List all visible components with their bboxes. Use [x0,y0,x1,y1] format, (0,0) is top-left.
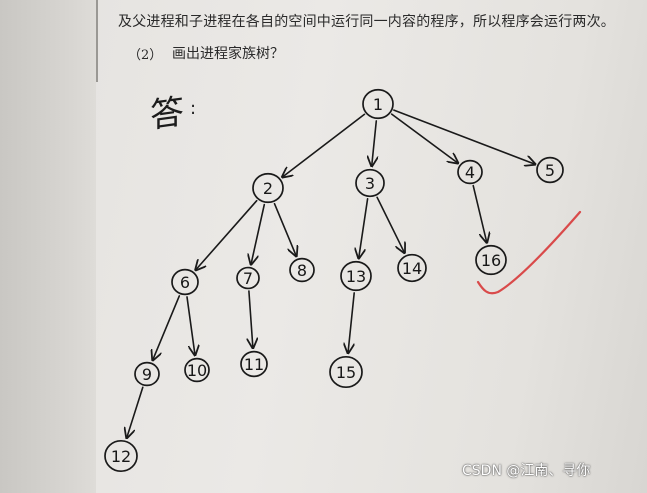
tree-node-16: 16 [475,244,507,276]
tree-node-label: 14 [402,259,422,278]
question-text: 画出进程家族树？ [172,46,284,62]
tree-node-5: 5 [536,156,564,184]
tree-node-2: 2 [252,172,284,204]
tree-node-circle [252,172,284,204]
tree-node-6: 6 [171,268,199,296]
tree-edge-1-3 [372,120,377,166]
tree-edge-7-11 [249,290,253,348]
tree-node-label: 10 [187,361,207,380]
printed-text-line: 及父进程和子进程在各自的空间中运行同一内容的程序，所以程序会运行两次。 [118,14,615,30]
tree-node-circle [340,260,372,292]
tree-node-circle [457,159,483,185]
tree-node-4: 4 [457,159,483,185]
tree-node-7: 7 [236,266,260,290]
margin-line [96,0,98,82]
tree-edge-2-8 [273,202,297,256]
tree-edge-3-14 [376,196,404,253]
tree-edge-4-16 [472,184,487,243]
tree-node-circle [134,361,160,387]
tree-edge-9-12 [127,386,144,438]
tree-edge-2-7 [251,203,266,265]
page-binding-shadow [0,0,96,493]
tree-node-label: 13 [346,267,366,286]
tree-node-circle [362,88,394,120]
tree-node-label: 3 [365,174,375,193]
tree-node-label: 9 [142,365,152,384]
tree-node-1: 1 [362,88,394,120]
tree-node-circle [104,439,138,473]
tree-node-circle [171,268,199,296]
tree-node-circle [289,257,315,283]
tree-node-circle [355,168,385,198]
tree-node-14: 14 [397,253,427,283]
tree-node-9: 9 [134,361,160,387]
tree-node-label: 16 [481,251,501,270]
tree-node-label: 12 [111,447,131,466]
tree-node-11: 11 [240,350,268,378]
tree-node-label: 7 [243,269,253,288]
tree-node-circle [184,357,210,383]
tree-node-label: 5 [545,161,555,180]
handwritten-answer-colon: : [190,98,197,119]
tree-node-label: 6 [180,273,190,292]
tree-node-label: 1 [373,95,383,114]
tree-edge-6-10 [186,296,195,355]
question-number: （2） [128,48,163,63]
tree-edge-2-6 [196,199,258,270]
tree-edge-1-5 [393,109,535,164]
tree-node-12: 12 [104,439,138,473]
tree-node-3: 3 [355,168,385,198]
tree-node-label: 11 [244,355,264,374]
tree-node-8: 8 [289,257,315,283]
tree-node-circle [536,156,564,184]
tree-node-circle [475,244,507,276]
tree-edge-13-15 [348,292,356,353]
tree-node-label: 15 [336,363,356,382]
red-check-mark [476,210,582,295]
tree-node-circle [236,266,260,290]
tree-node-10: 10 [184,357,210,383]
tree-edge-6-9 [153,295,181,360]
tree-node-circle [329,355,363,389]
tree-node-13: 13 [340,260,372,292]
tree-edges [127,109,535,438]
tree-node-label: 8 [297,261,307,280]
tree-node-circle [240,350,268,378]
tree-edge-1-2 [282,113,366,177]
tree-node-circle [397,253,427,283]
tree-node-label: 4 [465,163,475,182]
tree-edge-3-13 [359,198,369,258]
tree-edge-1-4 [390,113,458,163]
tree-node-label: 2 [263,179,273,198]
csdn-watermark: CSDN @江南、寻你 [462,463,591,479]
tree-node-15: 15 [329,355,363,389]
